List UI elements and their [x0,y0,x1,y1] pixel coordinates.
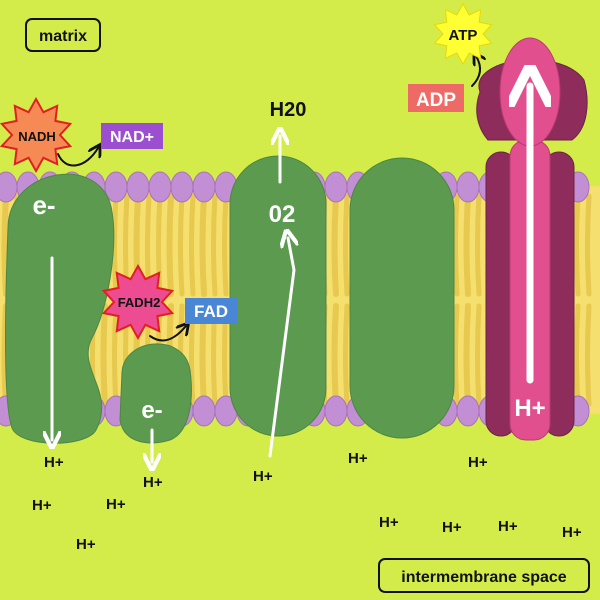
nadh-molecule: NADH [0,96,73,174]
atp-label: ATP [449,27,478,44]
adp-to-atp-arrow [471,56,480,87]
lipid-head [126,171,150,203]
complex-1 [5,173,115,444]
lipid-head [192,395,216,427]
proton: H+ [32,497,52,514]
fadh2-label: FADH2 [118,295,161,310]
nad-plus-molecule: NAD+ [101,123,163,149]
lipid-tail [112,193,119,297]
proton: H+ [442,519,462,536]
fad-molecule: FAD [185,298,237,324]
lipid-head [192,171,216,203]
proton: H+ [562,524,582,541]
lipid-tail [156,193,163,297]
proton: H+ [379,514,399,531]
lipid-tail [331,193,339,297]
proton: H+ [44,454,64,471]
lipid-head [170,171,194,203]
fad-label: FAD [194,302,228,321]
proton: H+ [143,474,163,491]
electron-label-complex-2: e- [141,397,162,424]
lipid-tail [343,303,350,407]
fadh2-molecule: FADH2 [101,263,175,341]
proton: H+ [76,536,96,553]
proton: H+ [106,496,126,513]
fad-box [185,298,237,324]
complex-2 [119,343,192,444]
lipid-head [456,171,480,203]
lipid-tail [1,193,9,297]
atp-molecule: ATP [433,2,493,66]
lipid-tail [112,303,119,407]
matrix-region-label: matrix [25,18,101,52]
proton: H+ [348,450,368,467]
lipid-tail [331,303,339,407]
matrix-label: matrix [39,28,87,45]
lipid-tail [574,193,581,297]
lipid-head [0,171,18,203]
lipid-head [324,395,348,427]
proton: H+ [468,454,488,471]
lipid-tail [463,303,471,407]
nadh-to-nad-arrow [57,148,98,167]
lipid-tail [343,193,350,297]
lipid-head [324,171,348,203]
lipid-tail [585,303,592,407]
lipid-tail [199,193,207,297]
water-label: H20 [270,99,307,121]
proton-arrow-complex-3 [268,238,294,458]
lipid-tail [222,193,229,297]
fadh2-to-fad-arrow [149,326,186,342]
lipid-tail [166,193,174,297]
nad-plus-label: NAD+ [110,129,154,146]
intermembrane-region-label: intermembrane space [378,558,590,593]
nadh-label: NADH [18,129,56,144]
fadh2-star-shape [101,263,175,341]
lipid-head [456,395,480,427]
protons: H+ H+ H+ H+ H+ H+ H+ H+ H+ H+ H+ H+ [32,450,582,553]
adp-molecule: ADP [408,84,464,112]
complex-3 [229,155,327,437]
proton: H+ [498,518,518,535]
adp-box [408,84,464,112]
proton: H+ [253,468,273,485]
lipid-tail [453,193,460,297]
intermembrane-space-label: intermembrane space [401,569,567,586]
lipid-tail [178,193,185,297]
nad-plus-box [101,123,163,149]
adp-label: ADP [416,90,456,111]
black-arrows [57,56,480,342]
lipid-tail [574,303,581,407]
lipid-tail [475,193,482,297]
lipid-head [148,171,172,203]
nadh-star-shape [0,96,73,174]
atp-star-shape [433,2,493,66]
lipid-tail [463,193,471,297]
complex-4 [349,157,455,439]
lipid-tail [585,193,592,297]
synthase-proton-label: H+ [514,395,545,422]
lipid-tail [211,193,218,297]
lipid-tail [100,303,108,407]
oxygen-label: 02 [269,201,296,228]
lipid-tail [475,303,482,407]
lipid-tail [189,193,196,297]
electron-label-complex-1: e- [32,190,55,220]
white-arrows [52,86,530,462]
lipid-tail [453,303,460,407]
